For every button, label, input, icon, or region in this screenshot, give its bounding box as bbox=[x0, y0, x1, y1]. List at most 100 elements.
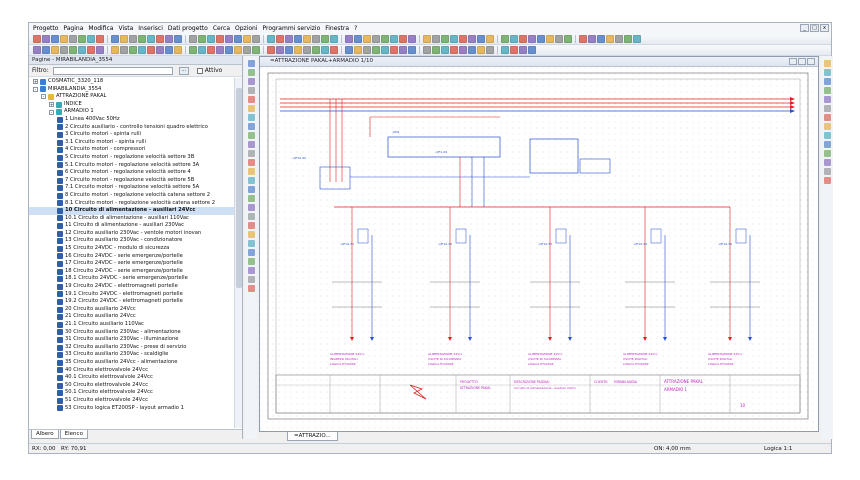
toolbar-button-icon[interactable] bbox=[363, 35, 371, 43]
tool-button-icon[interactable] bbox=[247, 240, 255, 247]
tree-node[interactable]: 19.2 Circuito 24VDC - elettromagneti por… bbox=[29, 298, 234, 306]
toolbar-button-icon[interactable] bbox=[372, 35, 380, 43]
tool-button-icon[interactable] bbox=[247, 222, 255, 229]
tree-node[interactable]: 31 Circuito ausiliario 230Vac - illumina… bbox=[29, 336, 234, 344]
tool-button-icon[interactable] bbox=[247, 60, 255, 67]
toolbar-button-icon[interactable] bbox=[69, 35, 77, 43]
tree-node[interactable]: 1 Linea 400Vac 50Hz bbox=[29, 116, 234, 124]
doc-restore-button[interactable] bbox=[798, 58, 806, 65]
toolbar-button-icon[interactable] bbox=[234, 46, 242, 54]
tool-button-icon[interactable] bbox=[247, 69, 255, 76]
menu-item-10[interactable]: ? bbox=[354, 25, 358, 32]
tree-node[interactable]: 19 Circuito 24VDC - elettromagneti porte… bbox=[29, 283, 234, 291]
toolbar-button-icon[interactable] bbox=[33, 46, 41, 54]
toolbar-button-icon[interactable] bbox=[120, 46, 128, 54]
toolbar-button-icon[interactable] bbox=[87, 46, 95, 54]
tool-button-icon[interactable] bbox=[247, 231, 255, 238]
toolbar-button-icon[interactable] bbox=[216, 35, 224, 43]
scrollbar-thumb[interactable] bbox=[236, 88, 242, 288]
tool-button-icon[interactable] bbox=[247, 78, 255, 85]
tree-node[interactable]: 12 Circuito ausiliario 230Vac - ventole … bbox=[29, 230, 234, 238]
tool-button-icon[interactable] bbox=[823, 78, 831, 85]
tree-node[interactable]: 20 Circuito ausiliario 24Vcc bbox=[29, 306, 234, 314]
tree-node[interactable]: 18.1 Circuito 24VDC - serie emergenze/po… bbox=[29, 275, 234, 283]
toolbar-button-icon[interactable] bbox=[69, 46, 77, 54]
toolbar-button-icon[interactable] bbox=[243, 35, 251, 43]
toolbar-button-icon[interactable] bbox=[510, 46, 518, 54]
menu-item-5[interactable]: Dati progetto bbox=[167, 25, 208, 32]
toolbar-button-icon[interactable] bbox=[345, 46, 353, 54]
toolbar-button-icon[interactable] bbox=[156, 35, 164, 43]
tool-button-icon[interactable] bbox=[247, 105, 255, 112]
tree-node[interactable]: 8 Circuito motori - regolazione velocità… bbox=[29, 192, 234, 200]
toolbar-button-icon[interactable] bbox=[120, 35, 128, 43]
tree-node[interactable]: 5.1 Circuito motori - regolazione veloci… bbox=[29, 162, 234, 170]
toolbar-button-icon[interactable] bbox=[225, 35, 233, 43]
tree-node[interactable]: 40.1 Circuito elettrovalvole 24Vcc bbox=[29, 374, 234, 382]
toolbar-button-icon[interactable] bbox=[528, 35, 536, 43]
toolbar-button-icon[interactable] bbox=[225, 46, 233, 54]
tool-button-icon[interactable] bbox=[247, 132, 255, 139]
menu-item-2[interactable]: Modifica bbox=[88, 25, 114, 32]
tool-button-icon[interactable] bbox=[247, 276, 255, 283]
tool-button-icon[interactable] bbox=[823, 141, 831, 148]
toolbar-button-icon[interactable] bbox=[33, 35, 41, 43]
tree-node[interactable]: 7.1 Circuito motori - regolazione veloci… bbox=[29, 184, 234, 192]
menu-item-3[interactable]: Vista bbox=[118, 25, 134, 32]
toolbar-button-icon[interactable] bbox=[174, 35, 182, 43]
doc-close-button[interactable] bbox=[807, 58, 815, 65]
toolbar-button-icon[interactable] bbox=[78, 35, 86, 43]
toolbar-button-icon[interactable] bbox=[459, 46, 467, 54]
tool-button-icon[interactable] bbox=[247, 123, 255, 130]
tool-button-icon[interactable] bbox=[247, 150, 255, 157]
maximize-button[interactable]: □ bbox=[810, 24, 819, 32]
toolbar-button-icon[interactable] bbox=[276, 35, 284, 43]
toolbar-button-icon[interactable] bbox=[189, 46, 197, 54]
toolbar-button-icon[interactable] bbox=[111, 35, 119, 43]
tool-button-icon[interactable] bbox=[247, 204, 255, 211]
toolbar-button-icon[interactable] bbox=[96, 46, 104, 54]
tool-button-icon[interactable] bbox=[247, 168, 255, 175]
toolbar-button-icon[interactable] bbox=[174, 46, 182, 54]
tool-button-icon[interactable] bbox=[247, 249, 255, 256]
toolbar-button-icon[interactable] bbox=[477, 46, 485, 54]
toolbar-button-icon[interactable] bbox=[252, 35, 260, 43]
toolbar-button-icon[interactable] bbox=[441, 35, 449, 43]
toolbar-button-icon[interactable] bbox=[243, 46, 251, 54]
expand-icon[interactable]: + bbox=[33, 79, 38, 85]
toolbar-button-icon[interactable] bbox=[363, 46, 371, 54]
toolbar-button-icon[interactable] bbox=[555, 35, 563, 43]
tool-button-icon[interactable] bbox=[247, 141, 255, 148]
toolbar-button-icon[interactable] bbox=[216, 46, 224, 54]
toolbar-button-icon[interactable] bbox=[459, 35, 467, 43]
toolbar-button-icon[interactable] bbox=[303, 46, 311, 54]
toolbar-button-icon[interactable] bbox=[468, 35, 476, 43]
toolbar-button-icon[interactable] bbox=[450, 35, 458, 43]
tree-node[interactable]: 21 Circuito ausiliario 24Vcc bbox=[29, 313, 234, 321]
toolbar-button-icon[interactable] bbox=[312, 35, 320, 43]
tool-button-icon[interactable] bbox=[247, 213, 255, 220]
tree-node[interactable]: 33 Circuito ausiliario 230Vac - scaldigl… bbox=[29, 351, 234, 359]
toolbar-button-icon[interactable] bbox=[408, 46, 416, 54]
filter-input[interactable] bbox=[52, 66, 173, 75]
toolbar-button-icon[interactable] bbox=[330, 46, 338, 54]
doc-minimize-button[interactable] bbox=[789, 58, 797, 65]
tree-node[interactable]: 11 Circuito di alimentazione - ausiliari… bbox=[29, 222, 234, 230]
toolbar-button-icon[interactable] bbox=[138, 35, 146, 43]
toolbar-button-icon[interactable] bbox=[267, 46, 275, 54]
tree-node[interactable]: 7 Circuito motori - regolazione velocità… bbox=[29, 177, 234, 185]
tree-node[interactable]: 4 Circuito motori - compressori bbox=[29, 146, 234, 154]
toolbar-button-icon[interactable] bbox=[42, 46, 50, 54]
toolbar-button-icon[interactable] bbox=[252, 46, 260, 54]
toolbar-button-icon[interactable] bbox=[390, 35, 398, 43]
toolbar-button-icon[interactable] bbox=[450, 46, 458, 54]
toolbar-button-icon[interactable] bbox=[510, 35, 518, 43]
toolbar-button-icon[interactable] bbox=[129, 46, 137, 54]
toolbar-button-icon[interactable] bbox=[285, 46, 293, 54]
toolbar-button-icon[interactable] bbox=[189, 35, 197, 43]
tree-node[interactable]: +COSMATIC_3320_118 bbox=[29, 78, 234, 86]
tree-node[interactable]: 2 Circuito ausiliario - controllo tensio… bbox=[29, 124, 234, 132]
collapse-icon[interactable]: - bbox=[41, 94, 46, 100]
collapse-icon[interactable]: - bbox=[49, 109, 54, 115]
tree-node[interactable]: -ARMADIO 1 bbox=[29, 108, 234, 116]
